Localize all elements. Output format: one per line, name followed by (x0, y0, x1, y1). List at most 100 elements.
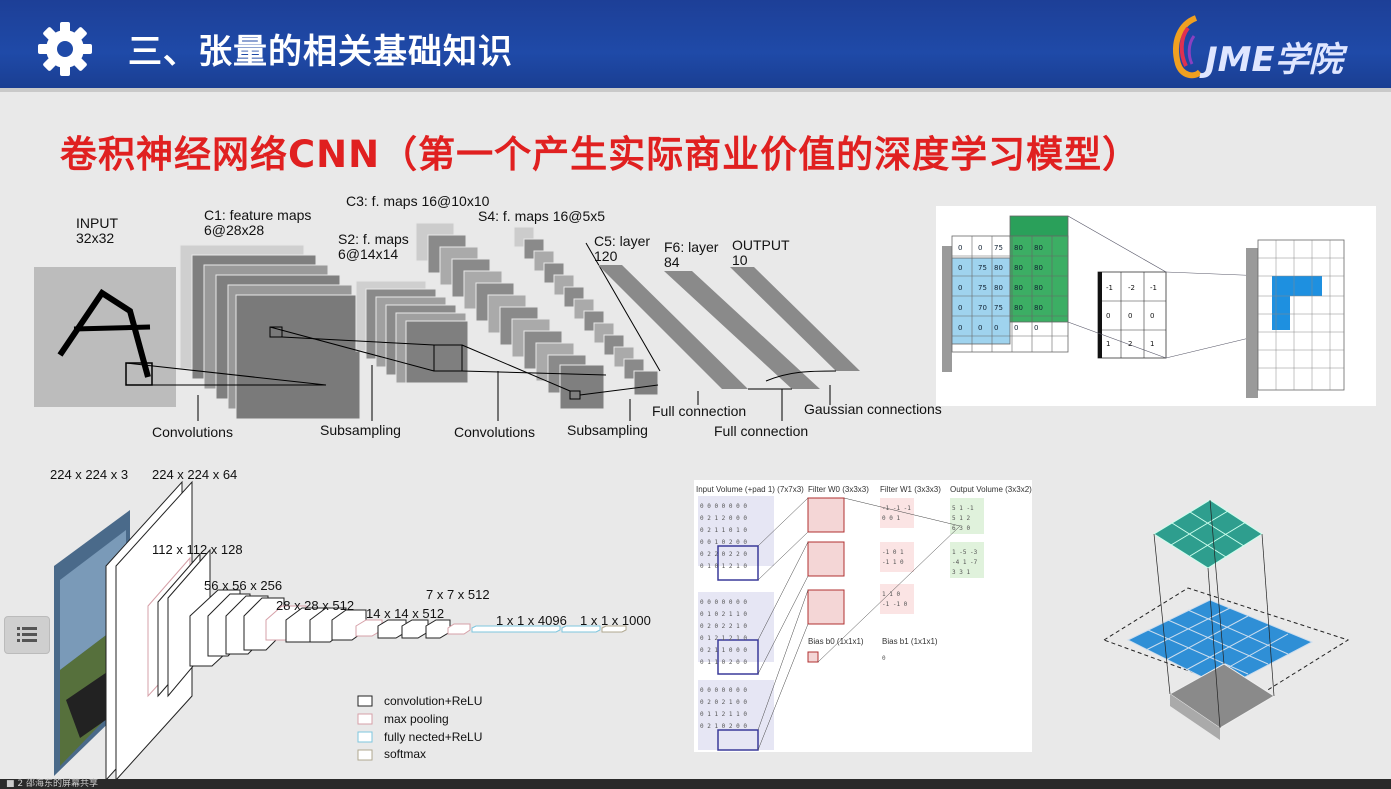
svg-text:-1: -1 (1106, 284, 1113, 292)
lenet-op-subsampling-1: Subsampling (320, 422, 401, 438)
svg-text:0 1 0 1 2 1 0: 0 1 0 1 2 1 0 (700, 563, 747, 570)
svg-text:75: 75 (978, 284, 987, 292)
svg-text:0 1 1 0 2 0 0: 0 1 1 0 2 0 0 (700, 659, 747, 666)
svg-text:75: 75 (994, 244, 1003, 252)
3d-convolution-illustration (1102, 499, 1350, 740)
svg-text:80: 80 (1014, 304, 1023, 312)
svg-text:0 2 1 1 0 0 0: 0 2 1 1 0 0 0 (700, 647, 747, 654)
svg-text:0 0 0 0 0 0 0: 0 0 0 0 0 0 0 (700, 599, 747, 606)
svg-text:0 2 0 2 1 0 0: 0 2 0 2 1 0 0 (700, 699, 747, 706)
svg-text:0: 0 (958, 324, 962, 332)
lenet-f6-label: F6: layer 84 (664, 239, 719, 270)
svg-text:0: 0 (978, 324, 982, 332)
svg-text:0: 0 (994, 324, 998, 332)
lenet-c5-label: C5: layer 120 (594, 233, 651, 264)
vgg-dim-conv1: 224 x 224 x 64 (152, 467, 238, 482)
svg-text:0: 0 (882, 655, 886, 662)
lenet-diagram (34, 222, 860, 421)
lenet-op-subsampling-2: Subsampling (567, 422, 648, 438)
vgg-legend-pool: max pooling (384, 712, 449, 726)
svg-text:-2: -2 (1128, 284, 1135, 292)
svg-text:80: 80 (1034, 284, 1043, 292)
svg-text:-1: -1 (1150, 284, 1157, 292)
svg-text:80: 80 (1014, 264, 1023, 272)
svg-text:0 0 1: 0 0 1 (882, 515, 900, 522)
vgg-legend-conv: convolution+ReLU (384, 694, 483, 708)
logo-mark (1173, 15, 1203, 79)
vgg-dim-conv5: 14 x 14 x 512 (366, 606, 445, 621)
svg-text:-1 -1 0: -1 -1 0 (882, 601, 908, 608)
vgg-dim-conv2: 112 x 112 x 128 (152, 542, 243, 557)
svg-text:0 1 1 2 1 1 0: 0 1 1 2 1 1 0 (700, 711, 747, 718)
vgg-dim-conv4: 28 x 28 x 512 (276, 598, 355, 613)
gear-icon (38, 22, 92, 76)
vgg-diagram (54, 480, 627, 780)
conv-filter0-title: Filter W0 (3x3x3) (808, 485, 869, 494)
svg-text:5 1 -1: 5 1 -1 (952, 505, 974, 512)
svg-text:0 2 2 0 2 2 0: 0 2 2 0 2 2 0 (700, 551, 747, 558)
vgg-dim-conv3: 56 x 56 x 256 (204, 578, 283, 593)
svg-text:80: 80 (994, 264, 1003, 272)
lenet-s2-label: S2: f. maps 6@14x14 (338, 231, 409, 262)
conv-output-title: Output Volume (3x3x2) (950, 485, 1032, 494)
svg-text:75: 75 (994, 304, 1003, 312)
svg-text:0: 0 (958, 284, 962, 292)
svg-text:0 2 1 0 2 0 0: 0 2 1 0 2 0 0 (700, 723, 747, 730)
svg-text:2: 2 (1128, 340, 1132, 348)
svg-text:0 0 0 0 0 0 0: 0 0 0 0 0 0 0 (700, 687, 747, 694)
svg-text:0: 0 (978, 244, 982, 252)
convolution-demo-panel: 0 0 0 0 0 0 00 2 1 2 0 0 00 2 1 1 0 1 0 … (694, 480, 1032, 752)
vgg-dim-pool5: 7 x 7 x 512 (426, 587, 490, 602)
slide-subtitle: 卷积神经网络CNN（第一个产生实际商业价值的深度学习模型） (60, 133, 1141, 176)
slide-header: 三、张量的相关基础知识 JME学院 (0, 0, 1391, 92)
svg-text:0 0 0 0 0 0 0: 0 0 0 0 0 0 0 (700, 503, 747, 510)
lenet-op-convolutions-2: Convolutions (454, 424, 535, 440)
svg-text:0: 0 (958, 244, 962, 252)
lenet-s4-label: S4: f. maps 16@5x5 (478, 208, 606, 224)
svg-text:80: 80 (1034, 264, 1043, 272)
vgg-dim-softmax: 1 x 1 x 1000 (580, 613, 651, 628)
svg-text:0: 0 (1014, 324, 1018, 332)
svg-text:0: 0 (1150, 312, 1154, 320)
conv-filter1-title: Filter W1 (3x3x3) (880, 485, 941, 494)
menu-button[interactable] (4, 616, 50, 654)
lenet-op-convolutions-1: Convolutions (152, 424, 233, 440)
svg-text:1 -5 -3: 1 -5 -3 (952, 549, 978, 556)
screen-share-bar (0, 779, 1391, 789)
lenet-c3-label: C3: f. maps 16@10x10 (346, 193, 490, 209)
list-icon (17, 627, 37, 642)
conv-bias1-label: Bias b1 (1x1x1) (882, 637, 938, 646)
logo-text: JME学院 (1205, 40, 1343, 80)
svg-text:0 2 1 1 0 1 0: 0 2 1 1 0 1 0 (700, 527, 747, 534)
svg-text:-1 1 0: -1 1 0 (882, 559, 904, 566)
svg-text:-4 1 -7: -4 1 -7 (952, 559, 978, 566)
svg-text:1 1 0: 1 1 0 (882, 591, 900, 598)
page-title: 三、张量的相关基础知识 (128, 32, 513, 72)
lenet-op-full-connection-2: Full connection (714, 423, 809, 439)
svg-text:-1 0 1: -1 0 1 (882, 549, 904, 556)
svg-text:0: 0 (1034, 324, 1038, 332)
conv-input-title: Input Volume (+pad 1) (7x7x3) (696, 485, 804, 494)
svg-text:0: 0 (1106, 312, 1110, 320)
svg-text:0: 0 (958, 264, 962, 272)
svg-text:0 0 1 0 2 0 0: 0 0 1 0 2 0 0 (700, 539, 747, 546)
svg-text:0 2 1 2 0 0 0: 0 2 1 2 0 0 0 (700, 515, 747, 522)
svg-text:80: 80 (1014, 284, 1023, 292)
vgg-legend-softmax: softmax (384, 747, 427, 761)
lenet-input-label: INPUT 32x32 (76, 215, 118, 246)
svg-text:0: 0 (1128, 312, 1132, 320)
svg-text:70: 70 (978, 304, 987, 312)
svg-text:0: 0 (958, 304, 962, 312)
lenet-c1-label: C1: feature maps 6@28x28 (204, 207, 312, 238)
lenet-op-full-connection-1: Full connection (652, 403, 747, 419)
svg-text:0 1 2 1 2 1 0: 0 1 2 1 2 1 0 (700, 635, 747, 642)
lenet-output-label: OUTPUT 10 (732, 237, 790, 268)
svg-text:80: 80 (1034, 244, 1043, 252)
lenet-op-gaussian: Gaussian connections (804, 401, 942, 417)
screen-share-label: ■ 2 邵海东的屏幕共享 (6, 779, 98, 789)
svg-text:-1 -1 -1: -1 -1 -1 (882, 505, 911, 512)
svg-text:3 3 1: 3 3 1 (952, 569, 970, 576)
vgg-dim-input: 224 x 224 x 3 (50, 467, 129, 482)
svg-text:5 1 2: 5 1 2 (952, 515, 970, 522)
vgg-legend-fc: fully nected+ReLU (384, 730, 483, 744)
